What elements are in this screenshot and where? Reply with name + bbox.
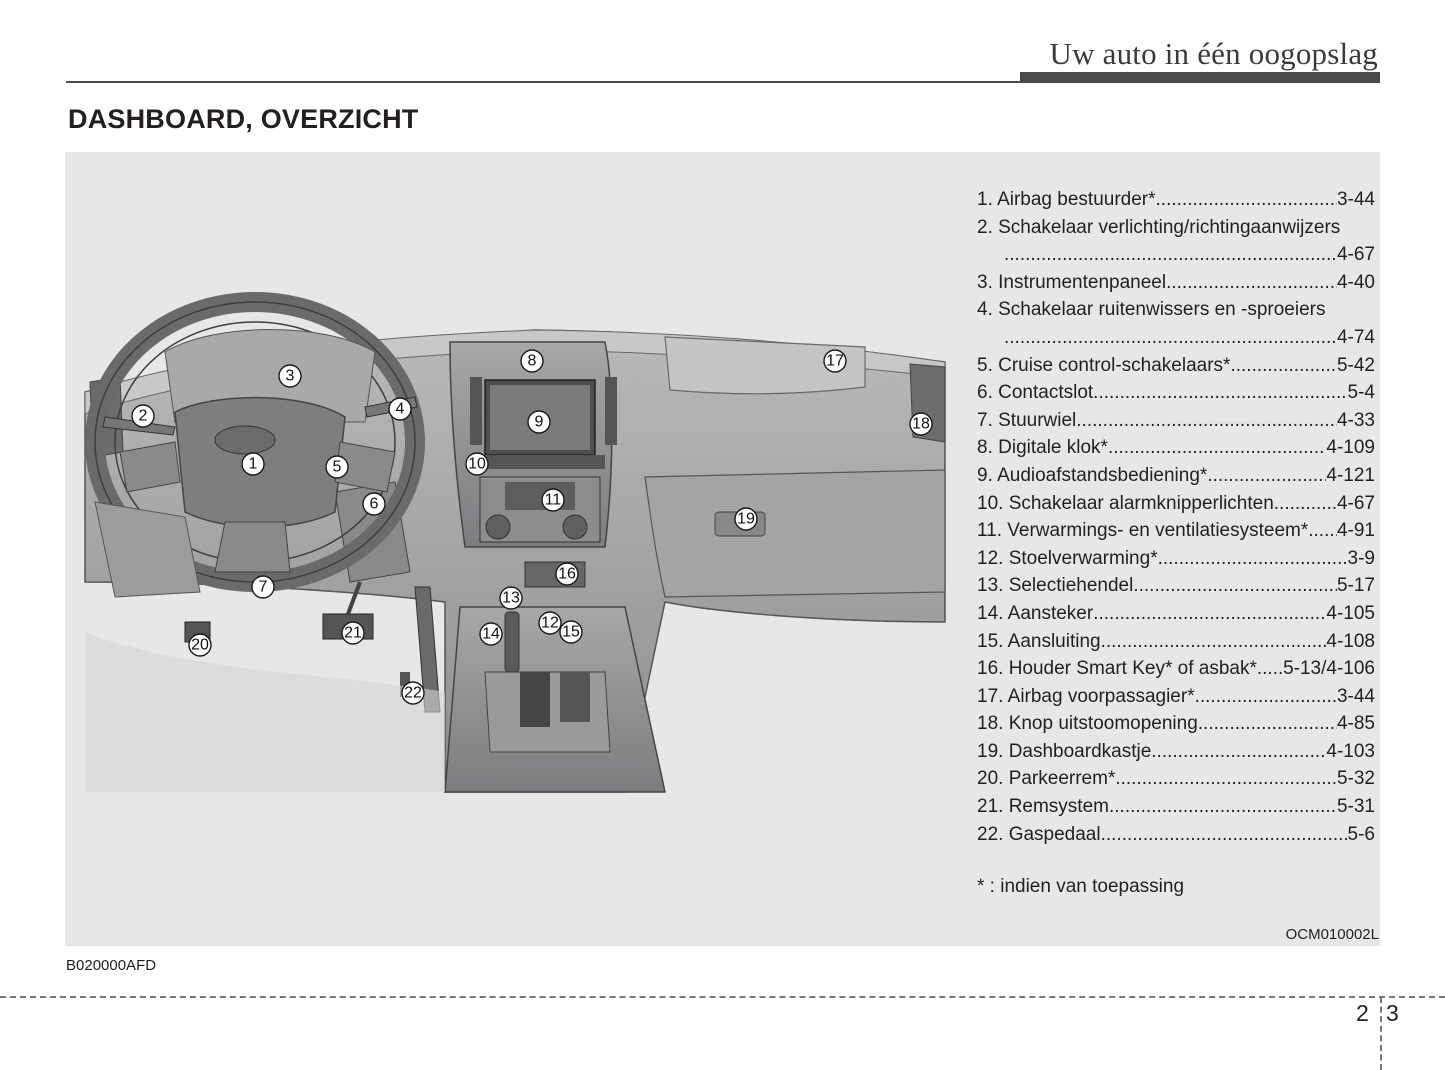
callout-18: 18 — [909, 412, 933, 436]
legend-item: 7. Stuurwiel4-33 — [977, 407, 1375, 435]
legend-item: 17. Airbag voorpassagier*3-44 — [977, 683, 1375, 711]
svg-text:1: 1 — [249, 456, 258, 473]
header-rule-accent — [1020, 72, 1380, 82]
callout-7: 7 — [251, 575, 275, 599]
figure-code: OCM010002L — [1285, 926, 1379, 943]
chapter-number: 2 — [1356, 1000, 1369, 1026]
svg-text:10: 10 — [468, 456, 486, 473]
callout-14: 14 — [479, 622, 503, 646]
footnote: * : indien van toepassing — [977, 876, 1185, 897]
callout-3: 3 — [278, 364, 302, 388]
svg-text:13: 13 — [502, 590, 520, 607]
legend-item: 4-67 — [977, 241, 1375, 269]
svg-text:19: 19 — [737, 511, 755, 528]
callout-21: 21 — [341, 621, 365, 645]
legend-item: 9. Audioafstandsbediening*4-121 — [977, 462, 1375, 490]
svg-text:7: 7 — [259, 579, 268, 596]
svg-text:17: 17 — [826, 353, 844, 370]
legend-item: 4. Schakelaar ruitenwissers en -sproeier… — [977, 299, 1326, 321]
callout-13: 13 — [499, 586, 523, 610]
svg-text:3: 3 — [286, 368, 295, 385]
footer-dashed-rule — [0, 996, 1445, 998]
page-number: 3 — [1386, 1000, 1399, 1026]
svg-text:20: 20 — [191, 637, 209, 654]
callout-6: 6 — [362, 492, 386, 516]
svg-text:6: 6 — [370, 496, 379, 513]
legend-item: 8. Digitale klok*4-109 — [977, 434, 1375, 462]
svg-text:9: 9 — [535, 414, 544, 431]
svg-text:15: 15 — [562, 624, 580, 641]
document-code: B020000AFD — [66, 957, 157, 974]
svg-text:5: 5 — [333, 459, 342, 476]
legend-item: 15. Aansluiting4-108 — [977, 628, 1375, 656]
legend-item: 10. Schakelaar alarmknipperlichten4-67 — [977, 490, 1375, 518]
callout-10: 10 — [465, 452, 489, 476]
callout-22: 22 — [401, 681, 425, 705]
legend-item: 16. Houder Smart Key* of asbak*5-13/4-10… — [977, 655, 1375, 683]
legend-item: 14. Aansteker4-105 — [977, 600, 1375, 628]
callout-5: 5 — [325, 455, 349, 479]
legend-item: 1. Airbag bestuurder*3-44 — [977, 186, 1375, 214]
section-title: DASHBOARD, OVERZICHT — [68, 104, 419, 134]
legend-item: 2. Schakelaar verlichting/richtingaanwij… — [977, 216, 1341, 238]
dashboard-illustration: 1 2 3 4 5 6 7 8 9 10 11 12 13 14 15 16 1… — [84, 292, 946, 793]
callout-4: 4 — [388, 397, 412, 421]
svg-text:12: 12 — [541, 615, 559, 632]
page-header-title: Uw auto in één oogopslag — [1049, 36, 1378, 71]
svg-text:11: 11 — [545, 492, 562, 509]
svg-text:18: 18 — [912, 416, 930, 433]
callout-15: 15 — [559, 620, 583, 644]
legend-item: 21. Remsystem5-31 — [977, 793, 1375, 821]
svg-text:22: 22 — [404, 685, 422, 702]
callout-2: 2 — [131, 404, 155, 428]
callout-11: 11 — [541, 488, 565, 512]
callout-8: 8 — [520, 349, 544, 373]
legend-item: 13. Selectiehendel5-17 — [977, 572, 1375, 600]
legend-item: 18. Knop uitstoomopening4-85 — [977, 710, 1375, 738]
callout-12: 12 — [538, 611, 562, 635]
legend-item: 12. Stoelverwarming*3-9 — [977, 545, 1375, 573]
legend-item: 6. Contactslot5-4 — [977, 379, 1375, 407]
legend-item: 3. Instrumentenpaneel4-40 — [977, 269, 1375, 297]
callout-19: 19 — [734, 507, 758, 531]
svg-text:8: 8 — [528, 353, 537, 370]
svg-text:4: 4 — [396, 401, 405, 418]
header-rule — [66, 81, 1380, 83]
svg-text:21: 21 — [344, 625, 362, 642]
callout-9: 9 — [527, 410, 551, 434]
legend-item: 5. Cruise control-schakelaars*5-42 — [977, 352, 1375, 380]
legend-item: 22. Gaspedaal5-6 — [977, 821, 1375, 849]
footer-dashed-divider — [1380, 997, 1382, 1070]
callout-1: 1 — [241, 452, 265, 476]
callout-17: 17 — [823, 349, 847, 373]
legend-item: 19. Dashboardkastje4-103 — [977, 738, 1375, 766]
legend-item: 20. Parkeerrem*5-32 — [977, 765, 1375, 793]
svg-text:2: 2 — [139, 408, 148, 425]
legend-item: 4-74 — [977, 324, 1375, 352]
callout-20: 20 — [188, 633, 212, 657]
svg-text:14: 14 — [482, 626, 500, 643]
callout-16: 16 — [555, 562, 579, 586]
svg-text:16: 16 — [558, 566, 576, 583]
component-legend: 1. Airbag bestuurder*3-44 2. Schakelaar … — [977, 186, 1375, 848]
legend-item: 11. Verwarmings- en ventilatiesysteem*4-… — [977, 517, 1375, 545]
